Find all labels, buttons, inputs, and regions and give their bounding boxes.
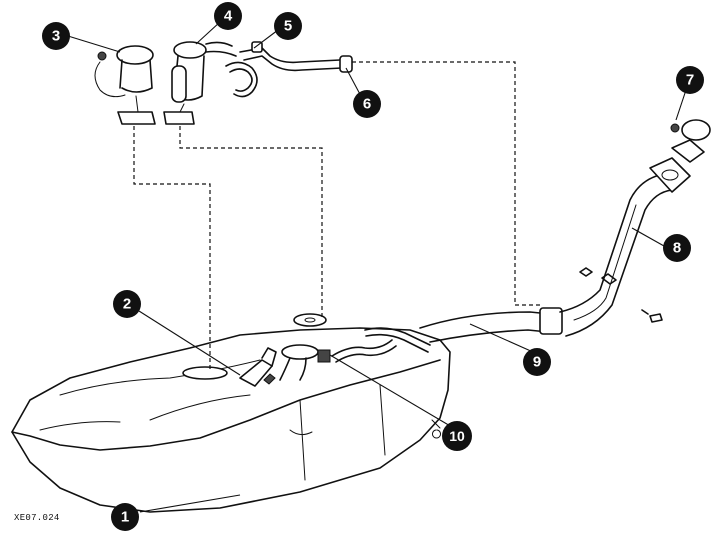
figure-reference-code: XE07.024: [14, 513, 60, 523]
callout-9: 9: [523, 348, 551, 376]
callout-6: 6: [353, 90, 381, 118]
svg-text:8: 8: [673, 240, 681, 257]
callout-5: 5: [274, 12, 302, 40]
svg-text:3: 3: [52, 28, 60, 45]
callout-7: 7: [676, 66, 704, 94]
vapor-hoses: [225, 41, 353, 98]
svg-text:4: 4: [224, 8, 233, 25]
callout-10: 10: [442, 421, 472, 451]
svg-text:7: 7: [686, 72, 694, 89]
svg-text:6: 6: [363, 96, 371, 113]
svg-text:9: 9: [533, 354, 541, 371]
svg-text:1: 1: [121, 509, 129, 526]
assembly-guide-lines: [133, 61, 540, 372]
tank-top-fittings: [239, 313, 431, 387]
callout-1: 1: [111, 503, 139, 531]
pump-assemblies: [94, 41, 237, 125]
fuel-tank: [11, 327, 451, 513]
svg-text:2: 2: [123, 296, 131, 313]
callout-4: 4: [214, 2, 242, 30]
callout-8: 8: [663, 234, 691, 262]
svg-text:10: 10: [449, 428, 465, 444]
filler-neck: [419, 119, 711, 343]
callout-3: 3: [42, 22, 70, 50]
svg-text:5: 5: [284, 18, 292, 35]
callout-2: 2: [113, 290, 141, 318]
